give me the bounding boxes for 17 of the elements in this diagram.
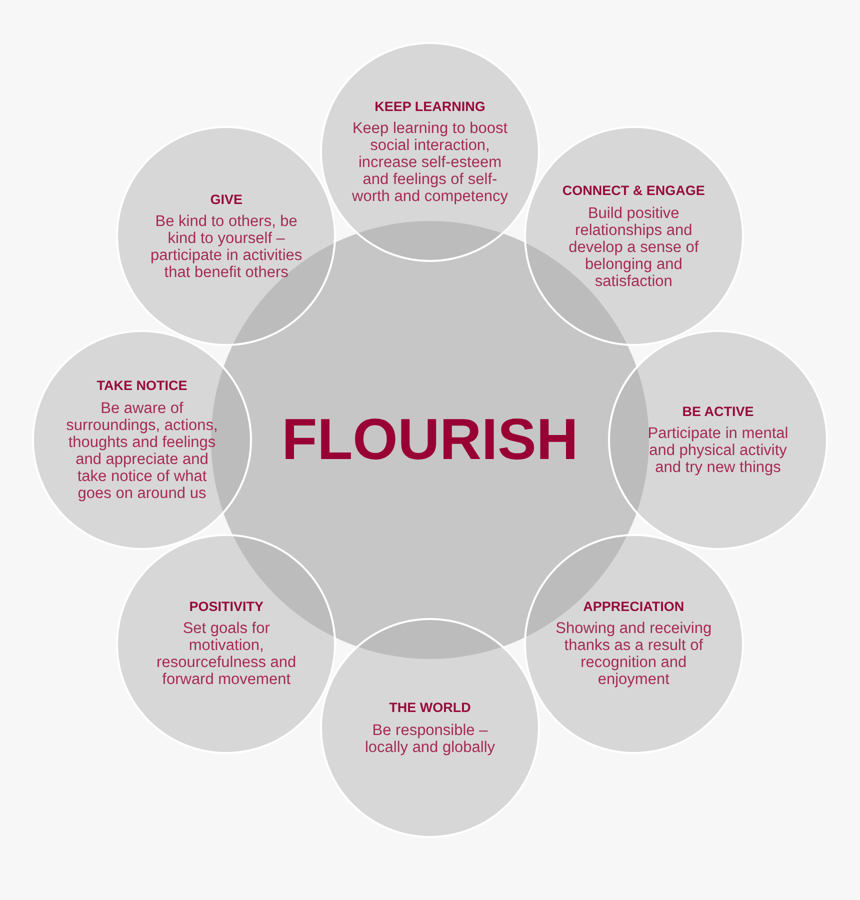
circle-heading: APPRECIATION <box>583 598 684 614</box>
circle-heading: POSITIVITY <box>189 598 264 614</box>
circle-heading: BE ACTIVE <box>682 404 754 420</box>
circle-description: Be responsible – locally and globally <box>364 722 496 756</box>
circle-description: Keep learning to boost social interaction, increase self-esteem and feelings of self-worth and competency <box>351 120 509 206</box>
circle-description: Showing and receiving thanks as a result of recognition and enjoyment <box>554 620 713 688</box>
circle-description: Build positive relationships and develop a sense of belonging and satisfaction <box>568 204 700 290</box>
circle-description: Be kind to others, be kind to yourself – participate in activities that benefit others <box>150 213 304 282</box>
circle-description: Be aware of surroundings, actions, thoughts and feelings and appreciate and take notice of what goes on around us <box>65 400 219 502</box>
circle-description: Set goals for motivation, resourcefulness and forward movement <box>156 620 298 688</box>
circle-heading: TAKE NOTICE <box>96 378 188 394</box>
circle-heading: CONNECT & ENGAGE <box>562 183 705 199</box>
circle-description: Participate in mental and physical activity and try new things <box>646 425 790 476</box>
circle-heading: THE WORLD <box>389 700 471 716</box>
circle-heading: GIVE <box>210 192 242 208</box>
center-title: FLOURISH <box>282 411 578 469</box>
circle-heading: KEEP LEARNING <box>374 98 486 114</box>
